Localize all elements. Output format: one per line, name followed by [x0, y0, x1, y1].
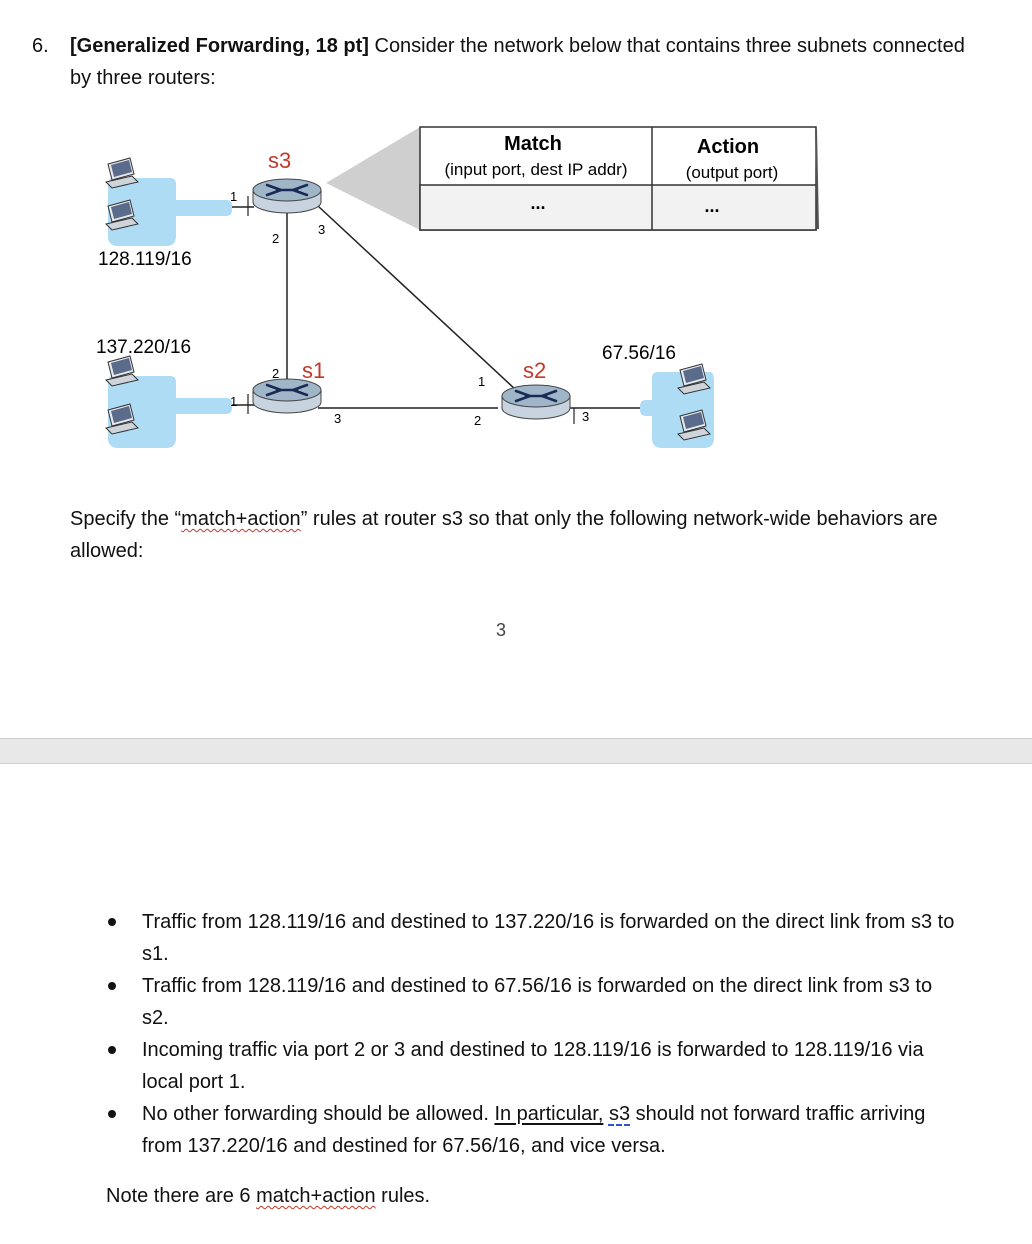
flow-table: Match (input port, dest IP addr) Action …: [419, 126, 819, 231]
list-item: Traffic from 128.119/16 and destined to …: [100, 906, 960, 970]
behavior-list: Traffic from 128.119/16 and destined to …: [100, 906, 960, 1162]
subnet-label-137: 137.220/16: [96, 337, 191, 358]
specification-text: Specify the “match+action” rules at rout…: [70, 508, 938, 562]
question-text: [Generalized Forwarding, 18 pt] Consider…: [70, 30, 970, 94]
port-label: 1: [230, 189, 237, 204]
question-heading: [Generalized Forwarding, 18 pt]: [70, 35, 369, 57]
callout-wedge: [326, 127, 420, 230]
list-item: Incoming traffic via port 2 or 3 and des…: [100, 1034, 960, 1098]
router-s3-label: s3: [268, 148, 291, 173]
port-label: 1: [230, 394, 237, 409]
action-header: Action: [697, 136, 759, 158]
match-action-term: match+action: [181, 508, 301, 530]
subnet-label-67: 67.56/16: [602, 343, 676, 364]
port-label: 2: [272, 231, 279, 246]
match-header: Match: [504, 133, 562, 155]
router-s3-icon: [251, 177, 323, 215]
match-ellipsis: ...: [530, 193, 545, 213]
router-s2-label: s2: [523, 358, 546, 383]
port-label: 3: [582, 409, 589, 424]
match-subheader: (input port, dest IP addr): [444, 160, 627, 179]
subnet-blob-137: [108, 376, 232, 448]
port-label: 2: [272, 366, 279, 381]
port-label: 2: [474, 413, 481, 428]
link-s3-s2: [317, 205, 517, 391]
port-label: 3: [318, 222, 325, 237]
bullet-icon: [108, 918, 116, 926]
subnet-label-128: 128.119/16: [98, 249, 192, 270]
page-number: 3: [496, 620, 507, 640]
port-label: 3: [334, 411, 341, 426]
action-subheader: (output port): [686, 163, 779, 182]
action-ellipsis: ...: [704, 196, 719, 216]
router-s2-icon: [500, 383, 572, 421]
bullet-icon: [108, 1046, 116, 1054]
pc-icon: [677, 363, 711, 395]
router-s1-label: s1: [302, 358, 325, 383]
network-diagram: s3 s1 s2 1 2 3 1 2 3 1 2 3 128.119/16 13…: [96, 126, 819, 448]
bullet-icon: [108, 982, 116, 990]
port-label: 1: [478, 374, 485, 389]
pc-icon: [105, 157, 139, 189]
list-item: Traffic from 128.119/16 and destined to …: [100, 970, 960, 1034]
list-item: No other forwarding should be allowed. I…: [100, 1098, 960, 1162]
pc-icon: [105, 355, 139, 387]
subnet-blob-128: [108, 178, 232, 246]
match-action-term: match+action: [256, 1185, 376, 1207]
router-s1-icon: [251, 377, 323, 415]
bullet-icon: [108, 1110, 116, 1118]
note-text: Note there are 6 match+action rules.: [106, 1185, 431, 1207]
question-number: 6.: [32, 35, 49, 57]
page-break: [0, 738, 1032, 764]
question-intro: Consider the network below that contains…: [70, 35, 965, 89]
